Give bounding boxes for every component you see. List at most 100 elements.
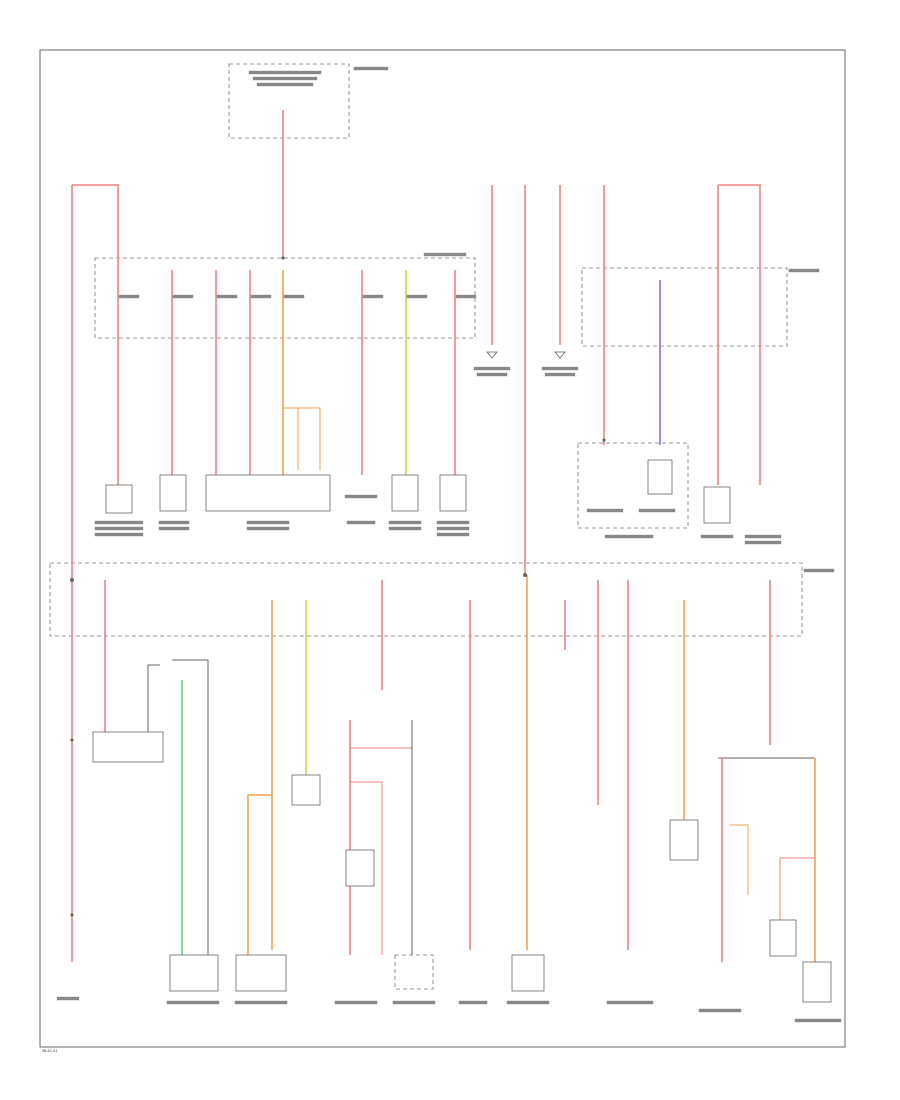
fuse-label-g	[406, 294, 428, 299]
switch-line	[172, 659, 209, 955]
ground-label-2	[541, 366, 579, 371]
top-label-marks-2	[252, 76, 318, 81]
component-multi	[205, 474, 331, 512]
dual-unit-right	[647, 459, 673, 495]
splice-dot-2	[523, 573, 527, 577]
b-label-3	[234, 1000, 288, 1005]
component-172	[159, 474, 187, 512]
splice-dot-3	[281, 256, 285, 260]
label-455-2	[436, 526, 470, 531]
label-172-2	[158, 526, 190, 531]
label-multi-2	[246, 526, 290, 531]
upper-right-fuse-outputs	[603, 268, 761, 485]
upper-ground-symbols	[473, 351, 579, 377]
bottom-left-circuits	[92, 659, 321, 992]
component-406	[391, 474, 419, 512]
top-label-marks	[248, 70, 322, 75]
module-bottom-5	[769, 919, 797, 957]
b-label-9	[698, 1008, 742, 1013]
relay-block	[92, 731, 164, 763]
bottom-module-labels	[56, 996, 842, 1023]
middle-panel-outputs	[104, 575, 771, 950]
upper-left-components	[105, 474, 467, 514]
b-label-5	[392, 1000, 436, 1005]
b-label-10	[794, 1018, 842, 1023]
relay-small	[345, 849, 375, 887]
label-362-1	[346, 520, 376, 525]
label-406-2	[388, 526, 422, 531]
label-455-1	[436, 520, 470, 525]
fuse-panel-upper-left-label	[423, 252, 467, 257]
component-718	[703, 486, 731, 524]
upper-left-fuse-outputs	[117, 258, 456, 485]
splice-dot-1	[70, 578, 74, 582]
fuse-label-c	[216, 294, 238, 299]
fuse-panel-upper-right	[581, 267, 788, 347]
upper-left-fuse-labels	[118, 294, 477, 299]
right-circuit-b	[730, 824, 749, 895]
top-power-source-box	[228, 63, 350, 139]
relay-feed	[147, 664, 160, 732]
label-406-1	[388, 520, 422, 525]
component-362-label	[344, 494, 378, 499]
splice-dots	[70, 256, 606, 917]
label-118-2	[94, 526, 144, 531]
fuse-label-h	[455, 294, 477, 299]
fuse-label-a	[118, 294, 140, 299]
fuse-panel-middle-label	[803, 568, 835, 573]
module-684	[669, 819, 699, 861]
upper-feeders	[71, 110, 761, 962]
module-bottom-4	[511, 954, 545, 992]
ground-icon-2	[554, 351, 566, 359]
module-bottom-2	[235, 954, 287, 992]
upper-left-component-labels	[94, 520, 470, 537]
b-label-1	[56, 996, 80, 1001]
diagram-frame	[39, 49, 846, 1048]
component-118	[105, 484, 133, 514]
module-bottom-3	[394, 954, 434, 990]
module-bottom-6	[802, 961, 832, 1003]
feeder-col-718-bridge	[718, 184, 761, 268]
b-label-4	[334, 1000, 378, 1005]
label-760-2	[744, 540, 782, 545]
label-dual-2	[638, 508, 676, 513]
label-455-3	[436, 532, 470, 537]
fuse-label-e	[283, 294, 305, 299]
b-label-6	[458, 1000, 488, 1005]
fuse-283-branch	[283, 407, 321, 470]
ground-label-2b	[544, 372, 576, 377]
label-718-1	[700, 534, 734, 539]
component-306	[291, 774, 321, 806]
mid-circuit-c	[350, 781, 383, 955]
ground-label-1	[473, 366, 511, 371]
orange-bend	[247, 794, 272, 955]
label-118-1	[94, 520, 144, 525]
splice-dot-5	[70, 738, 74, 742]
b-label-7	[506, 1000, 550, 1005]
ground-icon-1	[486, 351, 498, 359]
bottom-right-circuits	[669, 757, 832, 1003]
label-dual-3	[604, 534, 654, 539]
figure-code: 38-41-01	[42, 1049, 57, 1053]
b-label-2	[166, 1000, 220, 1005]
fuse-label-d	[250, 294, 272, 299]
module-bottom-1	[169, 954, 219, 992]
feeder-left-bridge	[72, 184, 119, 258]
fuse-panel-middle	[49, 562, 803, 637]
component-455	[439, 474, 467, 512]
label-dual-1	[586, 508, 624, 513]
fuse-label-f	[362, 294, 384, 299]
b-label-8	[606, 1000, 654, 1005]
ground-label-1b	[476, 372, 508, 377]
fuse-panel-upper-right-label	[788, 268, 820, 273]
right-circuit-d	[779, 857, 815, 920]
splice-dot-6	[70, 913, 74, 917]
bottom-middle-circuits	[345, 720, 545, 992]
upper-right-components	[577, 442, 782, 545]
fuse-panel-top-label	[353, 66, 389, 71]
label-172-1	[158, 520, 190, 525]
splice-dot-4	[602, 438, 606, 442]
label-118-3	[94, 532, 144, 537]
label-multi-1	[246, 520, 290, 525]
